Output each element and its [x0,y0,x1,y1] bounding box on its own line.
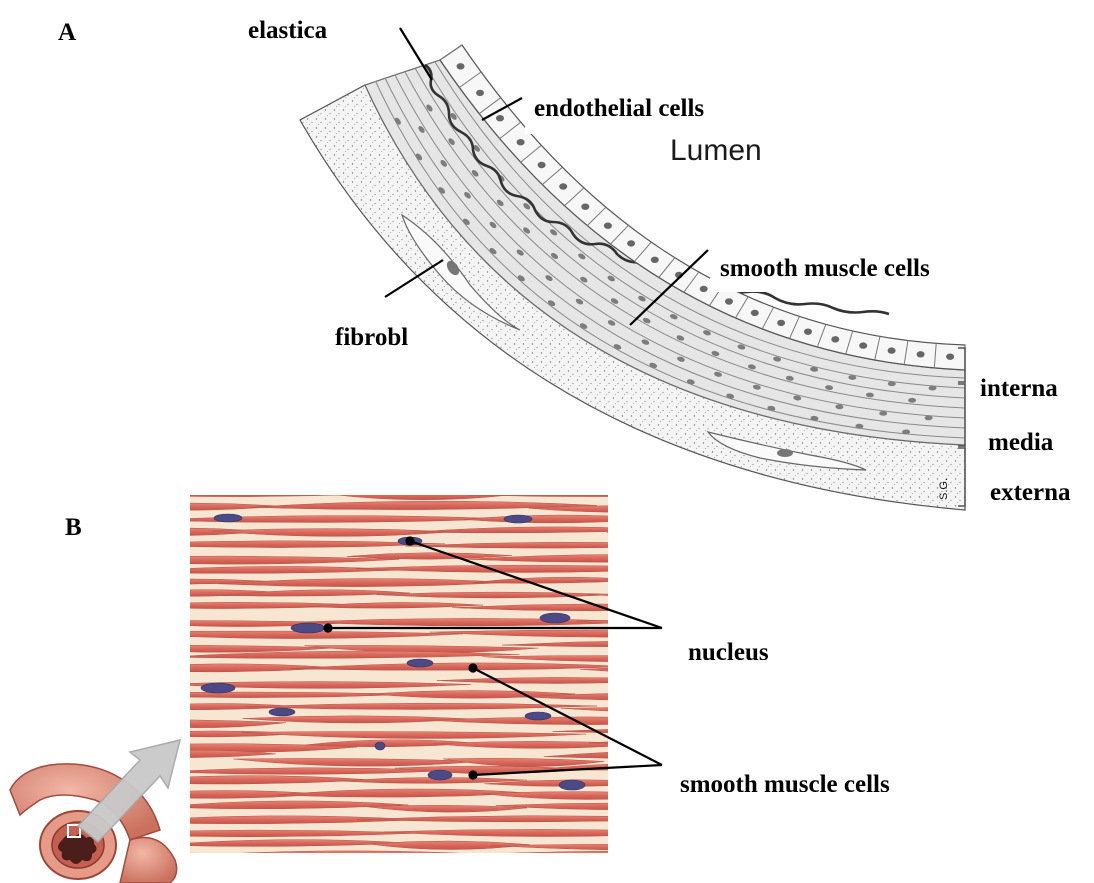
endothelial-nucleus [581,204,589,210]
label-interna: interna [980,375,1058,402]
smooth-muscle-nucleus [201,683,235,693]
label-externa: externa [990,479,1071,506]
smooth-muscle-nucleus [375,742,385,750]
endothelial-nucleus [751,310,759,316]
intestine-inset-illustration [10,740,180,883]
endothelial-nucleus [917,351,925,357]
smooth-muscle-nucleus [504,515,532,523]
endothelial-nucleus [888,347,896,353]
muscle-fiber [589,737,881,744]
panel-b-letter: B [65,514,82,541]
panel-a-letter: A [58,19,76,46]
smooth-muscle-nucleus [525,712,551,720]
label-smooth-muscle-cells-a: smooth muscle cells [720,255,930,282]
muscle-fiber [577,619,820,626]
smooth-muscle-nucleus [291,623,325,633]
artist-initials: S.G. [938,478,950,500]
endothelial-nucleus [725,298,733,304]
label-fibroblast: fibrobl [335,324,408,351]
endothelial-nucleus [517,139,525,145]
label-endothelial-cells: endothelial cells [534,95,704,122]
endothelial-nucleus [604,223,612,229]
smooth-muscle-nucleus [540,613,570,623]
muscle-fiber [561,707,905,714]
label-elastica: elastica [248,17,328,44]
smooth-muscle-nucleus [428,770,452,780]
endothelial-nucleus [700,286,708,292]
smooth-muscle-nucleus [214,514,242,522]
endothelial-nucleus [946,354,954,360]
muscle-fiber [577,578,906,584]
endothelial-nucleus [538,162,546,168]
muscle-fiber [607,527,896,535]
smooth-muscle-nucleus [559,780,585,790]
endothelial-nucleus [777,320,785,326]
smooth-muscle-nucleus [269,708,295,716]
label-lumen: Lumen [670,134,762,167]
endothelial-nucleus [627,240,635,246]
endothelial-nucleus [831,336,839,342]
endothelial-nucleus [804,329,812,335]
smooth-muscle-nucleus [407,659,433,667]
endothelial-nucleus [457,63,465,69]
endothelial-nucleus [559,183,567,189]
endothelial-nucleus [476,90,484,96]
endothelial-nucleus [651,257,659,263]
fibroblast-nucleus [777,449,793,457]
muscle-fiber [587,593,898,600]
muscle-fiber [467,489,783,497]
endothelial-nucleus [496,115,504,121]
endothelial-nucleus [859,342,867,348]
label-media: media [988,429,1054,456]
